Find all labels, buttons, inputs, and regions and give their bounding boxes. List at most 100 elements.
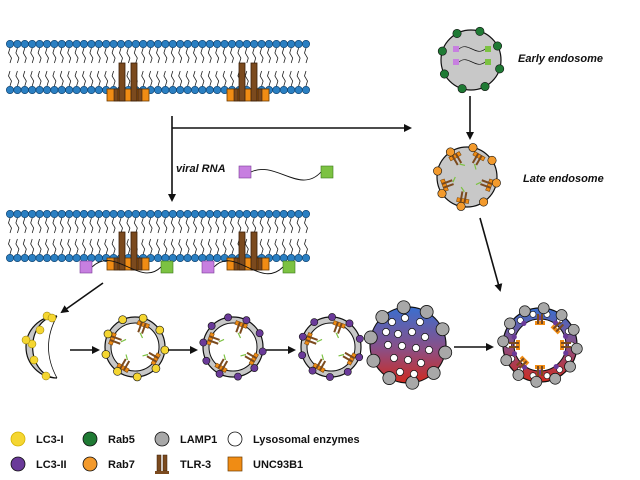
lipid-head: [287, 86, 296, 95]
lipid-head: [301, 254, 310, 263]
mini-rna: [452, 176, 456, 183]
mini-rna: [460, 186, 465, 193]
lipid-head: [20, 254, 29, 263]
lipid-tail: [148, 70, 153, 87]
lysosome: [363, 300, 453, 390]
arrow-to-phagophore: [60, 282, 104, 314]
lipid-tail: [156, 47, 160, 64]
legend-lc3i-swatch: [10, 431, 26, 447]
lipid-head: [287, 210, 296, 219]
viral-rna-label: viral RNA: [176, 163, 226, 175]
mini-tlr3: [537, 366, 539, 376]
lipid-head: [213, 254, 222, 263]
lipid-head: [80, 39, 89, 48]
tlr3-bar: [130, 62, 138, 102]
lipid-head: [228, 210, 237, 219]
mini-unc93b1: [234, 320, 248, 329]
lipid-tail: [244, 238, 249, 255]
mini-tlr3: [541, 314, 543, 324]
lipid-tail: [89, 70, 94, 87]
mini-tlr3: [137, 321, 143, 333]
lipid-head: [94, 254, 103, 263]
lipid-head: [198, 39, 207, 48]
legend-rab5-swatch: [82, 431, 98, 447]
mini-tlr3: [541, 366, 543, 376]
lc3ii-marker: [242, 316, 251, 325]
lipid-head: [176, 86, 185, 95]
lipid-head: [117, 39, 126, 48]
lipid-tail: [178, 47, 183, 64]
lipid-head: [20, 86, 29, 95]
rna-green-cap: [485, 46, 491, 52]
lipid-tail: [193, 238, 197, 255]
lipid-tail: [215, 238, 220, 255]
lipid-tail: [222, 70, 227, 87]
lipid-tail: [281, 70, 286, 87]
lc3i-marker: [132, 372, 142, 382]
mini-unc93b1: [346, 352, 357, 366]
lipid-tail: [259, 238, 264, 255]
lipid-head: [250, 210, 259, 219]
lc3i-marker: [29, 355, 39, 365]
lipid-head: [80, 86, 89, 95]
lipid-tail: [163, 238, 168, 255]
lipid-tail: [22, 70, 27, 87]
legend-unc93b1-label: UNC93B1: [253, 459, 303, 471]
lipid-tail: [244, 217, 249, 234]
lamp1-marker: [504, 317, 516, 330]
lysosomal-enzyme: [412, 344, 420, 352]
lipid-tail: [74, 70, 79, 87]
lipid-tail: [111, 70, 116, 87]
mini-rna: [142, 353, 149, 357]
autolysosome: [497, 302, 583, 388]
lipid-tail: [222, 238, 227, 255]
mini-tlr3: [220, 360, 229, 372]
mini-unc93b1: [485, 178, 494, 192]
lipid-tail: [163, 70, 168, 87]
mini-rna: [316, 338, 323, 343]
mini-tlr3: [537, 314, 539, 324]
legend-rab5-label: Rab5: [108, 434, 135, 446]
lipid-head: [279, 254, 288, 263]
lipid-head: [102, 210, 111, 219]
lamp1-marker: [363, 330, 378, 345]
lipid-head: [139, 39, 148, 48]
lipid-tail: [45, 70, 49, 87]
lipid-tail: [237, 47, 242, 64]
mini-tlr3: [146, 355, 158, 363]
lipid-tail: [141, 47, 146, 64]
mini-tlr3: [454, 152, 463, 164]
lipid-tail: [111, 238, 116, 255]
mini-receptor: [312, 354, 327, 373]
lipid-tail: [96, 217, 101, 234]
lc3ii-marker: [234, 372, 242, 381]
lipid-tail: [141, 217, 146, 234]
lipid-head: [35, 254, 44, 263]
lc3i-marker: [103, 329, 113, 339]
lysosomal-enzyme: [565, 355, 572, 362]
rab5-marker: [480, 82, 490, 92]
lc3ii-marker: [310, 318, 319, 327]
mini-tlr3: [208, 335, 220, 341]
mini-unc93b1: [150, 352, 161, 366]
unc93b1-block: [106, 88, 150, 102]
lipid-head: [176, 210, 185, 219]
lipid-head: [65, 39, 74, 48]
lipid-head: [87, 254, 96, 263]
mini-rna: [335, 332, 340, 339]
lipid-tail: [289, 70, 294, 87]
mini-tlr3: [451, 154, 459, 166]
lipid-tail: [281, 47, 286, 64]
rna-purple-cap: [238, 165, 252, 179]
lipid-head: [72, 210, 81, 219]
lipid-tail: [141, 70, 146, 87]
mini-tlr3: [217, 358, 225, 370]
rab7-marker: [437, 189, 447, 199]
lipid-tail: [170, 238, 175, 255]
lipid-head: [72, 86, 81, 95]
rab5-marker: [495, 64, 505, 74]
mini-tlr3: [109, 339, 121, 345]
lipid-head: [301, 39, 310, 48]
lipid-tail: [237, 217, 242, 234]
mini-tlr3: [306, 335, 318, 341]
